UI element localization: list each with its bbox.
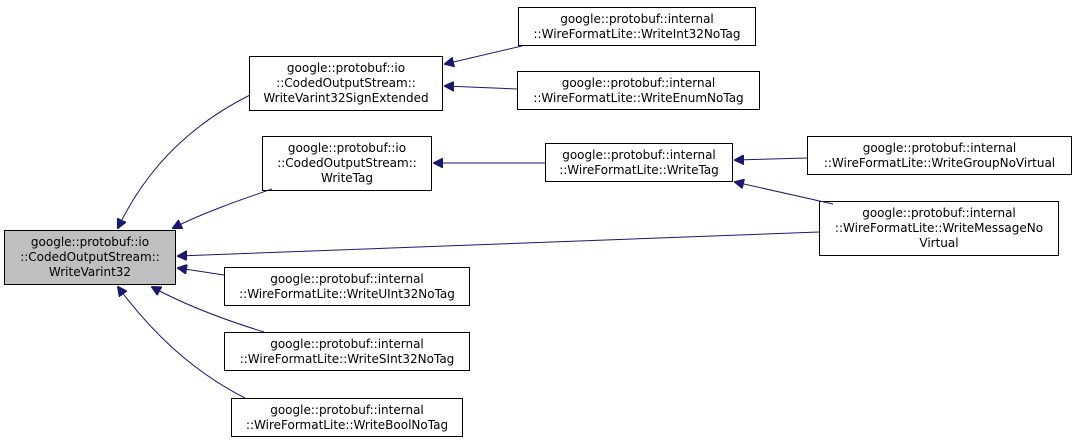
- edge-boolnotag-to-root: [118, 287, 246, 399]
- node-line: ::WireFormatLite::WriteBoolNoTag: [245, 417, 449, 432]
- node-line: google::protobuf::internal: [270, 336, 424, 351]
- node-line: ::WireFormatLite::WriteInt32NoTag: [533, 26, 741, 41]
- edge-sint32notag-to-root: [152, 287, 265, 333]
- node-write-bool-no-tag[interactable]: google::protobuf::internal ::WireFormatL…: [231, 398, 463, 437]
- node-line: google::protobuf::io: [287, 141, 407, 155]
- edge-uint32notag-to-root: [178, 268, 225, 276]
- node-line: ::WireFormatLite::WriteGroupNoVirtual: [823, 155, 1056, 170]
- edge-int32notag-to-signext: [445, 45, 523, 64]
- node-write-message-no-virtual[interactable]: google::protobuf::internal ::WireFormatL…: [819, 201, 1059, 256]
- node-line: google::protobuf::internal: [560, 11, 714, 26]
- node-line: ::WireFormatLite::WriteUInt32NoTag: [239, 286, 455, 301]
- node-line: WriteVarint32: [48, 265, 132, 279]
- node-write-group-no-virtual[interactable]: google::protobuf::internal ::WireFormatL…: [807, 136, 1072, 175]
- node-line: ::WireFormatLite::WriteTag: [559, 162, 719, 177]
- node-line: ::WireFormatLite::WriteMessageNo: [834, 221, 1044, 235]
- edge-messagenovirtual-to-root: [178, 231, 820, 256]
- node-line: ::WireFormatLite::WriteEnumNoTag: [533, 90, 744, 105]
- node-line: google::protobuf::internal: [862, 206, 1016, 220]
- node-wire-format-lite-write-tag[interactable]: google::protobuf::internal ::WireFormatL…: [545, 143, 733, 182]
- node-line: google::protobuf::internal: [561, 75, 716, 90]
- node-line: Virtual: [919, 236, 959, 250]
- node-line: google::protobuf::io: [286, 61, 406, 75]
- node-line: ::WireFormatLite::WriteSInt32NoTag: [239, 351, 455, 366]
- edge-messagenovirtual-to-writetag-wfl: [735, 182, 834, 205]
- node-write-uint32-no-tag[interactable]: google::protobuf::internal ::WireFormatL…: [224, 267, 470, 306]
- node-write-varint32-sign-extended[interactable]: google::protobuf::io ::CodedOutputStream…: [249, 56, 443, 111]
- node-write-enum-no-tag[interactable]: google::protobuf::internal ::WireFormatL…: [517, 71, 760, 110]
- node-line: WriteVarint32SignExtended: [263, 91, 429, 105]
- node-line: ::CodedOutputStream::: [277, 156, 417, 170]
- node-line: google::protobuf::internal: [862, 140, 1017, 155]
- node-line: google::protobuf::internal: [562, 147, 716, 162]
- node-line: ::CodedOutputStream::: [20, 250, 160, 264]
- node-line: google::protobuf::io: [30, 235, 150, 249]
- edge-writetag-io-to-root: [173, 188, 273, 228]
- edge-enumnotag-to-signext: [445, 86, 518, 89]
- node-line: ::CodedOutputStream::: [276, 76, 416, 90]
- edge-signext-to-root: [118, 94, 251, 228]
- node-write-int32-no-tag[interactable]: google::protobuf::internal ::WireFormatL…: [518, 7, 756, 46]
- node-line: WriteTag: [321, 171, 373, 185]
- edge-groupnovirtual-to-writetag-wfl: [735, 158, 808, 160]
- node-line: google::protobuf::internal: [270, 271, 424, 286]
- node-coded-output-stream-write-tag[interactable]: google::protobuf::io ::CodedOutputStream…: [262, 136, 432, 191]
- node-write-varint32[interactable]: google::protobuf::io ::CodedOutputStream…: [4, 230, 176, 285]
- node-write-sint32-no-tag[interactable]: google::protobuf::internal ::WireFormatL…: [224, 332, 470, 371]
- node-line: google::protobuf::internal: [270, 402, 424, 417]
